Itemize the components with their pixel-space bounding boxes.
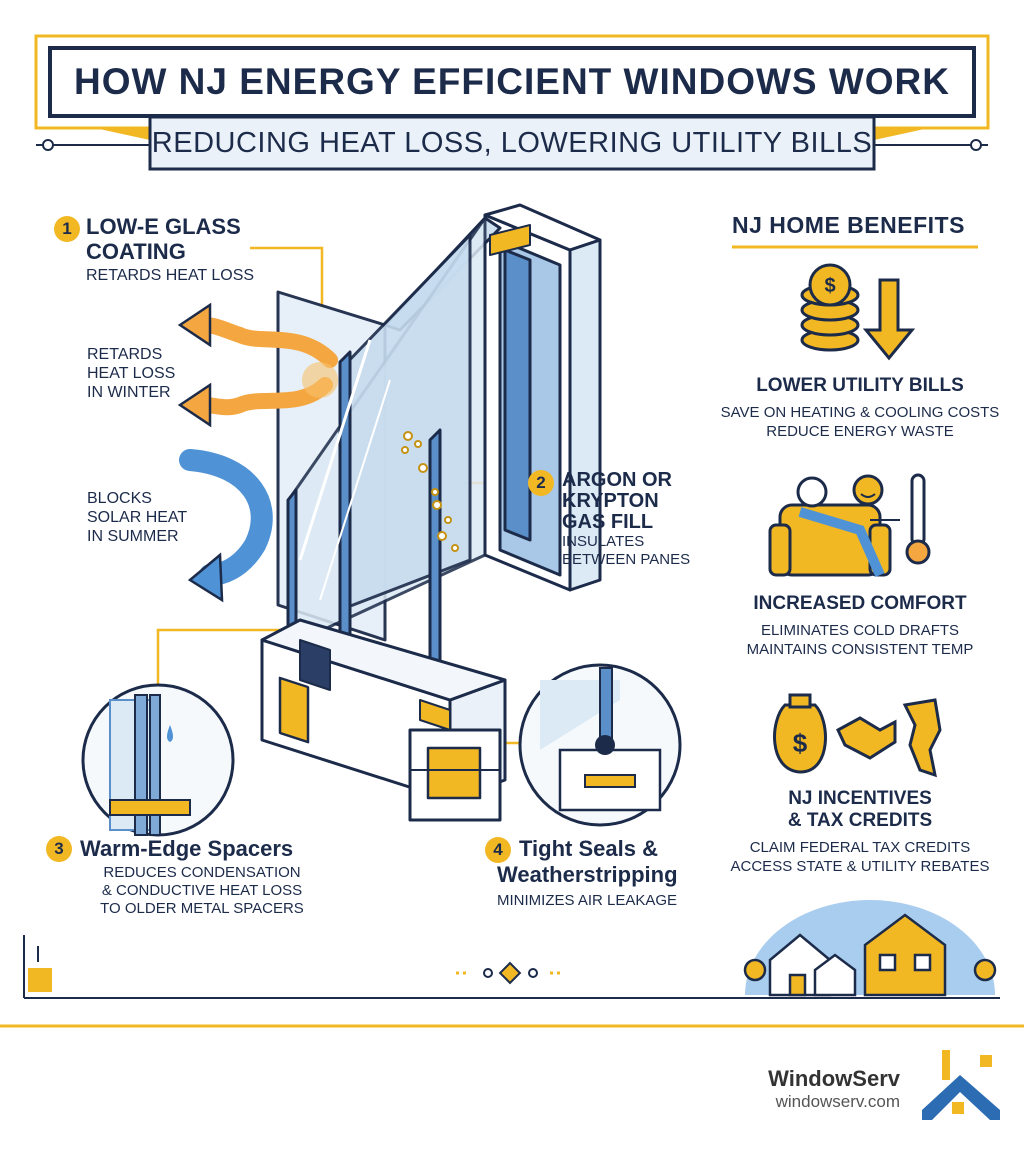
feature-2-title-line1: ARGON OR [562, 469, 672, 491]
svg-text:$: $ [793, 728, 808, 758]
money-bag-handshake-nj-icon: $ [773, 693, 942, 778]
feature-2-desc-line2: BETWEEN PANES [562, 551, 691, 568]
feature-4-title-line1: Tight Seals & [519, 836, 658, 861]
benefit-3-title-line1: NJ INCENTIVES [788, 788, 932, 809]
benefits-heading: NJ HOME BENEFITS [732, 212, 965, 238]
feature-3-desc-line2: & CONDUCTIVE HEAT LOSS [101, 882, 303, 899]
feature-3-number: 3 [46, 836, 72, 862]
summer-label-line1: BLOCKS [87, 490, 152, 507]
feature-2-title-line2: KRYPTON [562, 490, 659, 512]
seal-detail-circle [518, 663, 682, 827]
feature-1-title-line1: LOW-E GLASS [86, 214, 241, 239]
benefit-2-title: INCREASED COMFORT [753, 593, 967, 614]
benefit-3: NJ INCENTIVES & TAX CREDITS CLAIM FEDERA… [700, 788, 1020, 876]
feature-2-desc-line1: INSULATES [562, 533, 645, 550]
feature-2-title: ARGON OR KRYPTON GAS FILL [562, 470, 672, 533]
winter-label: RETARDS HEAT LOSS IN WINTER [87, 345, 175, 402]
feature-1-title: LOW-E GLASS COATING [86, 214, 241, 264]
benefit-1-title: LOWER UTILITY BILLS [756, 375, 964, 396]
center-dots-ornament [456, 961, 564, 985]
benefit-1: LOWER UTILITY BILLS SAVE ON HEATING & CO… [700, 375, 1020, 441]
coins-down-icon: $ [800, 263, 916, 361]
benefit-1-line2: REDUCE ENERGY WASTE [766, 423, 954, 440]
summer-label: BLOCKS SOLAR HEAT IN SUMMER [87, 489, 187, 546]
feature-4-number: 4 [485, 837, 511, 863]
feature-4-title-line2: Weatherstripping [497, 862, 678, 887]
benefit-2-line2: MAINTAINS CONSISTENT TEMP [746, 641, 974, 658]
winter-label-line1: RETARDS [87, 346, 163, 363]
benefit-3-line2: ACCESS STATE & UTILITY REBATES [730, 858, 990, 875]
feature-2-title-line3: GAS FILL [562, 511, 654, 533]
winter-heat-arrows [177, 302, 338, 428]
feature-3-desc-line1: REDUCES CONDENSATION [103, 864, 301, 881]
winter-label-line2: HEAT LOSS [87, 365, 176, 382]
windowserv-logo-icon [922, 1050, 1000, 1120]
summer-label-line2: SOLAR HEAT [87, 509, 188, 526]
corner-ornament [23, 935, 52, 998]
page-subtitle: REDUCING HEAT LOSS, LOWERING UTILITY BIL… [151, 126, 873, 159]
comfort-chair-icon [768, 473, 931, 578]
summer-solar-arrow [179, 449, 273, 603]
feature-1-desc: RETARDS HEAT LOSS [86, 267, 255, 284]
feature-4-desc: MINIMIZES AIR LEAKAGE [497, 892, 678, 909]
benefit-2: INCREASED COMFORT ELIMINATES COLD DRAFTS… [700, 593, 1020, 659]
benefit-1-line1: SAVE ON HEATING & COOLING COSTS [720, 404, 1000, 421]
header-frame [34, 34, 990, 171]
spacer-detail-circle [81, 683, 235, 837]
feature-4-title: Tight Seals & [519, 836, 658, 862]
svg-text:$: $ [824, 275, 835, 297]
feature-2-number: 2 [528, 470, 554, 496]
feature-3-desc: REDUCES CONDENSATION & CONDUCTIVE HEAT L… [82, 864, 322, 918]
feature-2-desc: INSULATES BETWEEN PANES [562, 533, 690, 569]
brand-url[interactable]: windowserv.com [775, 1092, 900, 1111]
page-title: HOW NJ ENERGY EFFICIENT WINDOWS WORK [73, 61, 951, 102]
winter-label-line3: IN WINTER [87, 384, 171, 401]
feature-1-number: 1 [54, 216, 80, 242]
houses-illustration [743, 900, 997, 997]
feature-3-title: Warm-Edge Spacers [80, 836, 294, 861]
benefit-3-title-line2: & TAX CREDITS [787, 810, 933, 831]
brand-name: WindowServ [768, 1066, 900, 1091]
benefit-3-line1: CLAIM FEDERAL TAX CREDITS [749, 839, 971, 856]
feature-3-desc-line3: TO OLDER METAL SPACERS [100, 900, 304, 917]
feature-1-title-line2: COATING [86, 239, 186, 264]
benefit-2-line1: ELIMINATES COLD DRAFTS [760, 622, 960, 639]
summer-label-line3: IN SUMMER [87, 528, 179, 545]
